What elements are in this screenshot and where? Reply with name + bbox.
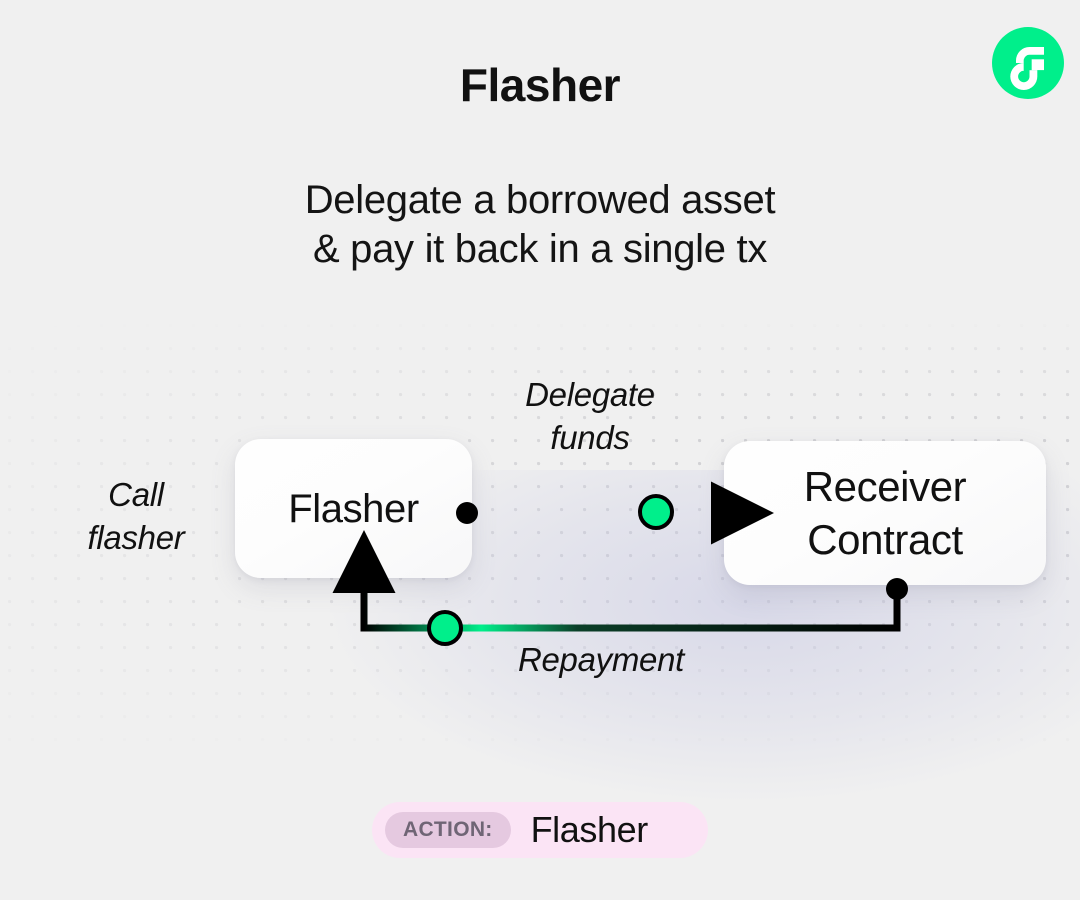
edge-repayment-token (427, 610, 463, 646)
action-badge: ACTION: Flasher (372, 802, 708, 858)
flow-logo (992, 27, 1064, 99)
edge-label-repayment: Repayment (470, 640, 732, 680)
edge-label-delegate-funds-line-2: funds (550, 419, 630, 456)
page-subtitle: Delegate a borrowed asset & pay it back … (0, 176, 1080, 274)
page-subtitle-line-1: Delegate a borrowed asset (304, 178, 776, 222)
edge-label-repayment-line-1: Repayment (517, 641, 685, 678)
page-subtitle-line-2: & pay it back in a single tx (312, 227, 768, 271)
page-title: Flasher (459, 59, 621, 111)
node-receiver-contract[interactable]: Receiver Contract (724, 441, 1046, 585)
edge-delegate-funds-origin-dot (456, 502, 478, 524)
edge-label-delegate-funds: Delegate funds (460, 373, 720, 459)
edge-repayment-origin-dot (886, 578, 908, 600)
edge-repayment (332, 530, 908, 646)
edge-label-call-flasher-line-2: flasher (87, 519, 185, 556)
edge-delegate-funds-token (638, 494, 674, 530)
edge-label-call-flasher: Call flasher (38, 473, 234, 559)
edge-delegate-funds (456, 481, 774, 545)
action-badge-value: Flasher (530, 809, 649, 850)
node-receiver-contract-line-2: Contract (807, 516, 963, 563)
edge-repayment-line (332, 530, 901, 632)
edge-label-delegate-funds-line-1: Delegate (525, 376, 655, 413)
edge-label-call-flasher-line-1: Call (108, 476, 164, 513)
action-badge-key: ACTION: (385, 812, 511, 848)
node-receiver-contract-line-1: Receiver (803, 463, 967, 510)
node-flasher-label: Flasher (288, 486, 419, 531)
